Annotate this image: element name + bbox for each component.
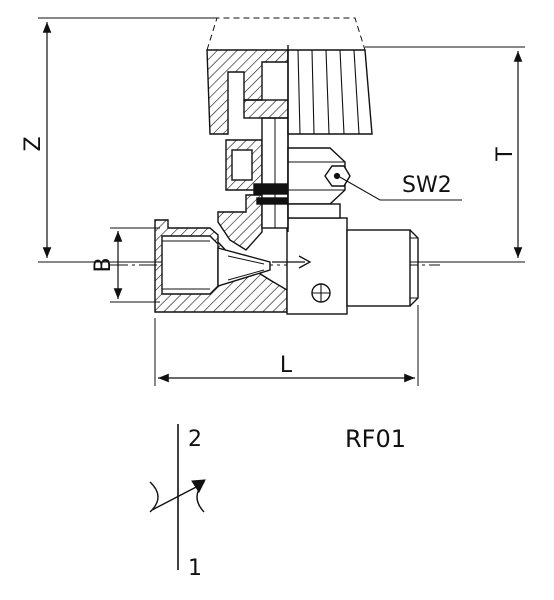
handwheel — [206, 45, 373, 232]
dimension-b-label: B — [91, 257, 116, 272]
bonnet-assembly — [225, 117, 351, 229]
valve-body-exterior — [286, 217, 419, 315]
model-code: RF01 — [345, 425, 406, 453]
knob-raised-outline — [206, 17, 366, 51]
dimension-t-label: T — [493, 147, 518, 162]
port-1-label: 1 — [188, 556, 202, 581]
flow-arrow-icon — [272, 255, 312, 269]
valve-body-section — [154, 194, 288, 313]
dimension-l-label: L — [280, 353, 293, 378]
hex-size-label: SW2 — [402, 173, 452, 198]
extension-lines — [38, 17, 525, 386]
dimension-z-label: Z — [21, 136, 46, 151]
port-2-label: 2 — [188, 427, 202, 452]
flow-control-symbol-icon — [149, 424, 206, 570]
sw2-leader — [337, 175, 462, 201]
dimension-lines — [42, 21, 523, 383]
